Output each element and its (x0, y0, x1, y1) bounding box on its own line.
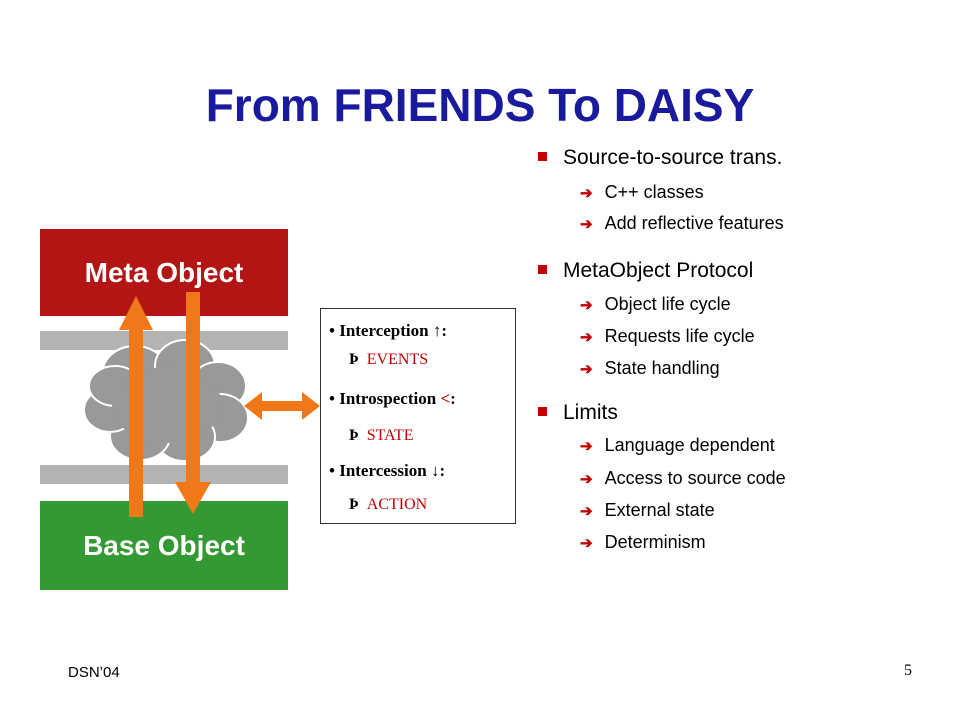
arrow-bullet-icon: ➔ (580, 216, 593, 233)
page-number: 5 (904, 662, 912, 679)
upper-gray-bar (40, 331, 288, 350)
bullet-source-to-source: Source-to-source trans. (538, 146, 782, 170)
meta-object-label: Meta Object (84, 257, 244, 288)
implies-icon: Þ (349, 427, 359, 444)
up-arrow (119, 296, 153, 517)
down-arrow (175, 292, 211, 514)
sub-bullet: ➔Determinism (580, 532, 706, 552)
arrow-bullet-icon: ➔ (580, 297, 593, 314)
sub-bullet: ➔State handling (580, 358, 720, 378)
square-bullet-icon (538, 265, 547, 274)
square-bullet-icon (538, 152, 547, 161)
arrow-bullet-icon: ➔ (580, 361, 593, 378)
bullet-limits: Limits (538, 401, 618, 425)
horizontal-double-arrow (244, 392, 320, 420)
arrow-bullet-icon: ➔ (580, 503, 593, 520)
base-object-label: Base Object (83, 530, 245, 561)
implies-icon: Þ (349, 496, 359, 513)
sub-bullet: ➔Object life cycle (580, 294, 731, 314)
sub-bullet: ➔C++ classes (580, 182, 704, 202)
interception-line: • Interception ↑: (329, 321, 448, 340)
arrow-bullet-icon: ➔ (580, 471, 593, 488)
bullet-metaobject-protocol: MetaObject Protocol (538, 259, 753, 283)
sub-bullet: ➔Add reflective features (580, 213, 784, 233)
sub-bullet: ➔External state (580, 500, 715, 520)
lower-gray-bar (40, 465, 288, 484)
cloud-shape (83, 339, 249, 462)
square-bullet-icon (538, 407, 547, 416)
sub-bullet: ➔Access to source code (580, 468, 786, 488)
footer-conference: DSN’04 (68, 664, 120, 681)
base-object-block (40, 501, 288, 590)
arrow-bullet-icon: ➔ (580, 185, 593, 202)
sub-bullet: ➔Language dependent (580, 435, 775, 455)
arrow-bullet-icon: ➔ (580, 438, 593, 455)
implies-icon: Þ (349, 351, 359, 368)
meta-object-block (40, 229, 288, 316)
slide-title: From FRIENDS To DAISY (205, 79, 755, 131)
arrow-bullet-icon: ➔ (580, 535, 593, 552)
arrow-bullet-icon: ➔ (580, 329, 593, 346)
intercession-line: • Intercession ↓: (329, 461, 446, 480)
sub-bullet: ➔Requests life cycle (580, 326, 755, 346)
introspection-line: • Introspection <: (329, 389, 456, 408)
